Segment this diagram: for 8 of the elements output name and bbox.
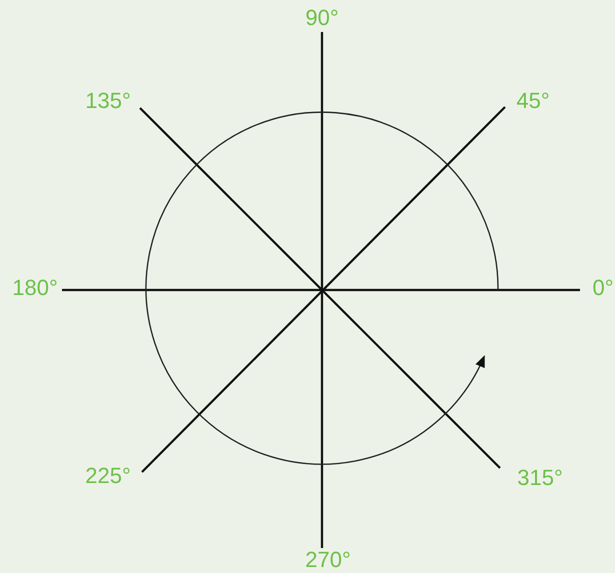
angle-label: 45° <box>516 90 550 112</box>
angle-label: 90° <box>305 7 339 29</box>
angle-label: 135° <box>85 90 131 112</box>
angle-label: 225° <box>85 465 131 487</box>
angle-label: 180° <box>12 277 58 299</box>
angle-label: 315° <box>517 467 563 489</box>
angle-label: 0° <box>592 277 614 299</box>
angle-label: 270° <box>305 549 351 571</box>
